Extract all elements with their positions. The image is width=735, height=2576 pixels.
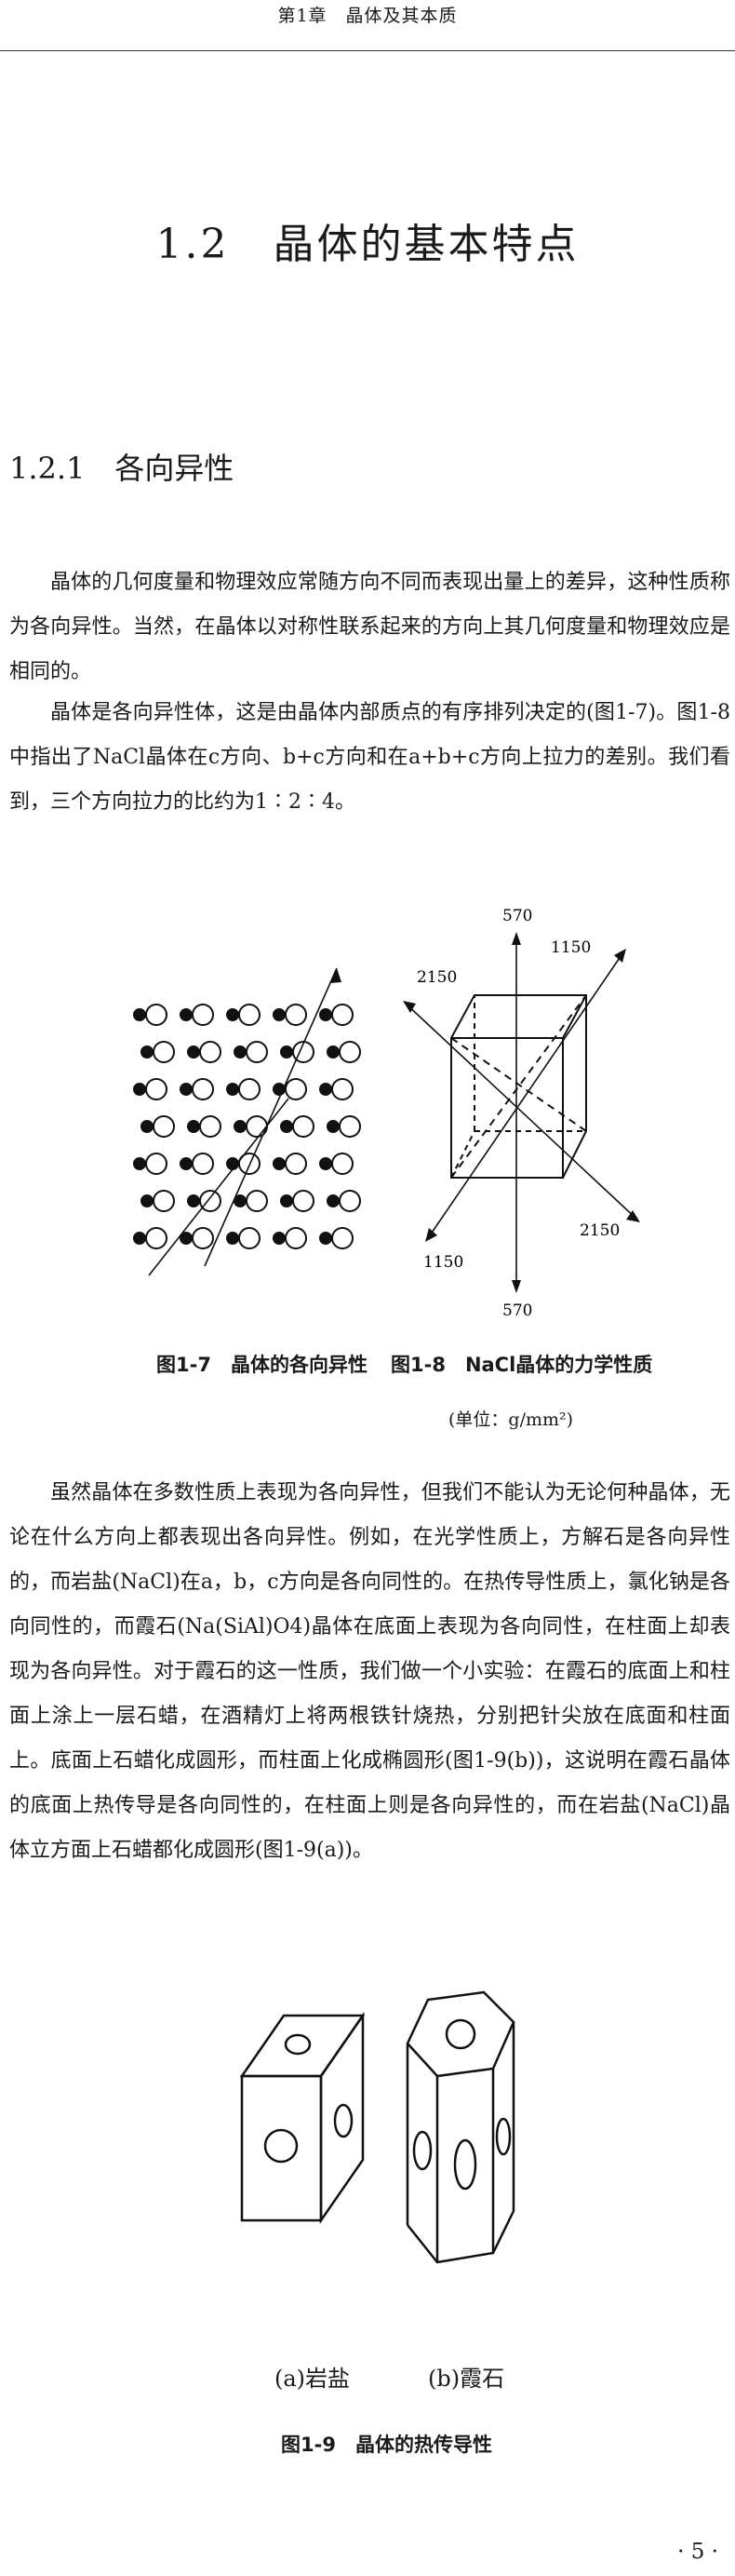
lattice-large-ion <box>199 1115 221 1138</box>
lattice-small-ion <box>133 1157 146 1170</box>
lattice-small-ion <box>140 1194 154 1207</box>
heat-conduction-diagram <box>239 1990 515 2264</box>
lattice-large-ion <box>285 1078 307 1100</box>
lattice-large-ion <box>199 1041 221 1063</box>
lattice-large-ion <box>145 1153 167 1175</box>
lattice-large-ion <box>246 1190 268 1212</box>
lattice-small-ion <box>180 1232 193 1245</box>
lattice-large-ion <box>339 1115 361 1138</box>
lattice-large-ion <box>238 1078 261 1100</box>
lattice-large-ion <box>145 1078 167 1100</box>
lattice-small-ion <box>280 1045 293 1059</box>
page-header: 第1章 晶体及其本质 <box>0 0 735 51</box>
figure-1-8-unit: (单位：g/mm²) <box>448 1409 574 1430</box>
lattice-small-ion <box>133 1008 146 1021</box>
lattice-small-ion <box>273 1008 286 1021</box>
rock-salt-cube <box>239 2011 366 2225</box>
lattice-small-ion <box>140 1045 154 1059</box>
paragraph-nacl-tension: 晶体是各向异性体，这是由晶体内部质点的有序排列决定的(图1-7)。图1-8中指出… <box>9 701 730 814</box>
paragraph-anisotropy-definition: 晶体的几何度量和物理效应常随方向不同而表现出量上的差异，这种性质称为各向异性。当… <box>9 571 730 683</box>
lattice-small-ion <box>319 1157 332 1170</box>
lattice-large-ion <box>192 1227 214 1249</box>
label-570-top: 570 <box>502 907 532 925</box>
lattice-large-ion <box>331 1004 354 1026</box>
lattice-small-ion <box>327 1045 340 1059</box>
figure-1-8: 570 570 1150 1150 2150 2150 <box>400 898 661 1322</box>
subsection-title: 1.2.1 各向异性 <box>9 451 234 486</box>
lattice-large-ion <box>153 1115 175 1138</box>
lattice-large-ion <box>339 1041 361 1063</box>
lattice-small-ion <box>234 1120 247 1133</box>
lattice-small-ion <box>180 1008 193 1021</box>
lattice-large-ion <box>145 1227 167 1249</box>
lattice-large-ion <box>192 1078 214 1100</box>
lattice-large-ion <box>246 1041 268 1063</box>
figure-1-9-label-b: (b)霞石 <box>428 2366 505 2392</box>
lattice-small-ion <box>180 1157 193 1170</box>
lattice-small-ion <box>273 1232 286 1245</box>
figure-1-9-caption: 图1-9 晶体的热传导性 <box>281 2434 492 2456</box>
lattice-large-ion <box>153 1190 175 1212</box>
lattice-large-ion <box>285 1227 307 1249</box>
lattice-small-ion <box>327 1120 340 1133</box>
lattice-small-ion <box>327 1194 340 1207</box>
lattice-large-ion <box>285 1153 307 1175</box>
lattice-large-ion <box>292 1115 314 1138</box>
lattice-small-ion <box>226 1083 239 1096</box>
label-2150-upper: 2150 <box>417 968 457 987</box>
lattice-large-ion <box>199 1190 221 1212</box>
page-number: · 5 · <box>677 2540 718 2564</box>
lattice-small-ion <box>133 1232 146 1245</box>
lattice-large-ion <box>331 1078 354 1100</box>
lattice-small-ion <box>133 1083 146 1096</box>
lattice-small-ion <box>234 1194 247 1207</box>
label-2150-lower: 2150 <box>580 1221 620 1240</box>
nacl-cube-diagram: 570 570 1150 1150 2150 2150 <box>403 907 640 1320</box>
lattice-large-ion <box>285 1004 307 1026</box>
lattice-large-ion <box>339 1190 361 1212</box>
lattice-small-ion <box>180 1083 193 1096</box>
label-1150-lower: 1150 <box>423 1253 463 1272</box>
lattice-diagram <box>133 967 361 1276</box>
paragraph-heat-conduction: 虽然晶体在多数性质上表现为各向异性，但我们不能认为无论何种晶体，无论在什么方向上… <box>9 1481 730 1862</box>
section-title: 1.2 晶体的基本特点 <box>155 221 580 268</box>
lattice-small-ion <box>319 1083 332 1096</box>
lattice-small-ion <box>187 1045 200 1059</box>
lattice-small-ion <box>140 1120 154 1133</box>
lattice-large-ion <box>331 1227 354 1249</box>
lattice-small-ion <box>187 1194 200 1207</box>
lattice-small-ion <box>226 1232 239 1245</box>
lattice-large-ion <box>192 1004 214 1026</box>
lattice-small-ion <box>187 1120 200 1133</box>
lattice-small-ion <box>234 1045 247 1059</box>
figure-1-8-caption: 图1-8 NaCl晶体的力学性质 <box>391 1354 653 1376</box>
lattice-large-ion <box>238 1004 261 1026</box>
figure-1-9-label-a: (a)岩盐 <box>274 2366 351 2392</box>
running-head: 第1章 晶体及其本质 <box>277 6 458 26</box>
nepheline-prism <box>406 1990 515 2264</box>
lattice-large-ion <box>153 1041 175 1063</box>
lattice-small-ion <box>226 1008 239 1021</box>
lattice-small-ion <box>319 1232 332 1245</box>
label-570-bottom: 570 <box>502 1301 532 1320</box>
lattice-small-ion <box>280 1120 293 1133</box>
lattice-small-ion <box>319 1008 332 1021</box>
figure-1-9 <box>214 1983 549 2290</box>
lattice-large-ion <box>238 1227 261 1249</box>
lattice-large-ion <box>192 1153 214 1175</box>
lattice-large-ion <box>292 1190 314 1212</box>
label-1150-upper: 1150 <box>551 938 591 957</box>
lattice-large-ion <box>331 1153 354 1175</box>
figure-1-7-caption: 图1-7 晶体的各向异性 <box>156 1354 368 1376</box>
lattice-small-ion <box>280 1194 293 1207</box>
lattice-small-ion <box>273 1157 286 1170</box>
figure-1-7 <box>112 959 391 1294</box>
lattice-large-ion <box>145 1004 167 1026</box>
